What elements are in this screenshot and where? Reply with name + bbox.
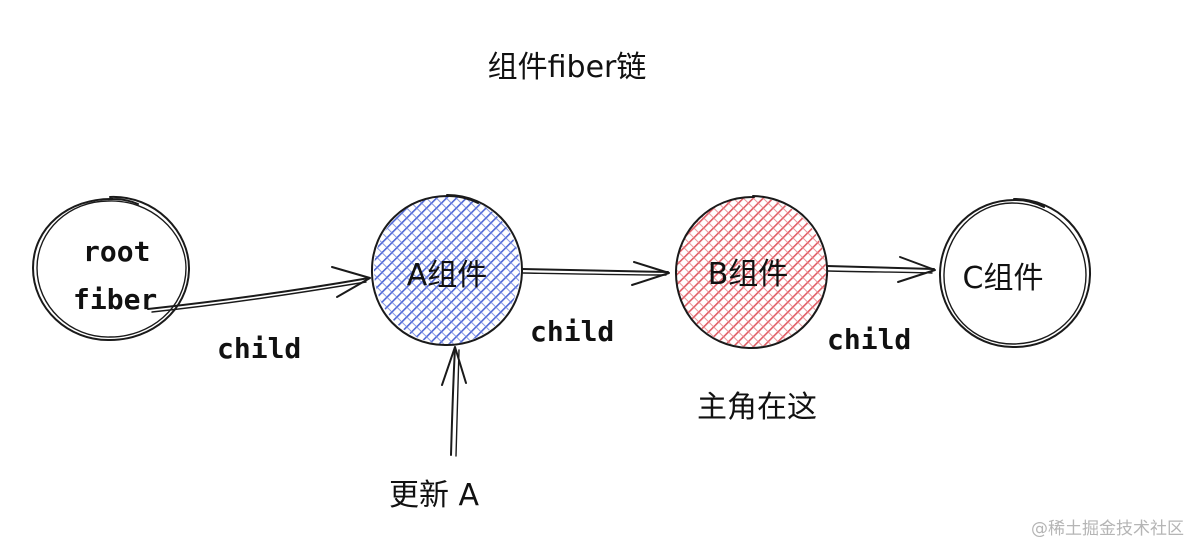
arrow-root-to-a (147, 266, 371, 313)
edge-label-b-to-c: child (827, 323, 911, 356)
update-a-label: 更新 A (389, 478, 480, 513)
arrow-a-to-b (521, 261, 670, 286)
b-component-node: B组件 (674, 195, 829, 350)
a-component-label: A组件 (407, 258, 488, 293)
c-component-node: C组件 (938, 198, 1092, 349)
edge-label-root-to-a: child (217, 332, 301, 365)
root-fiber-label-line2: fiber (73, 283, 157, 316)
edge-label-a-to-b: child (530, 315, 614, 348)
protagonist-label: 主角在这 (697, 390, 817, 425)
arrow-b-to-c (826, 256, 936, 283)
c-component-label: C组件 (963, 261, 1044, 296)
b-component-circle (674, 195, 829, 350)
watermark: @稀土掘金技术社区 (1031, 519, 1184, 539)
c-component-circle (938, 198, 1092, 349)
root-fiber-label-line1: root (83, 235, 150, 268)
update-arrow (441, 346, 467, 457)
root-fiber-node: root fiber (32, 195, 191, 342)
b-component-label: B组件 (708, 257, 789, 292)
root-fiber-circle (32, 195, 191, 342)
a-component-node: A组件 (370, 194, 524, 347)
diagram-title: 组件fiber链 (488, 50, 647, 85)
a-component-circle (370, 194, 524, 347)
